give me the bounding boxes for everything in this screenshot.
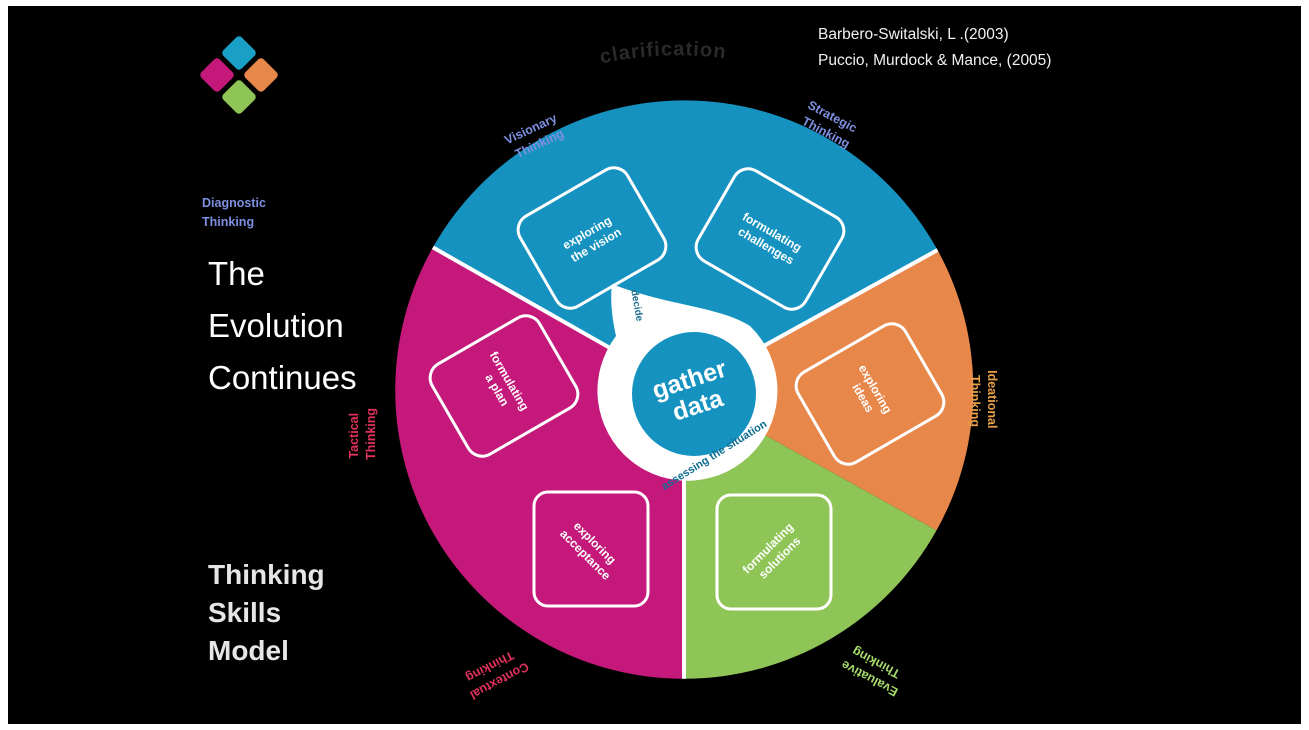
logo-diamond-right: [244, 58, 278, 92]
logo-diamond-bottom: [222, 80, 256, 114]
center-label-decide: decide: [628, 289, 644, 323]
center-core: [632, 332, 756, 456]
sector-development: [684, 390, 937, 679]
logo-diamond-top: [222, 36, 256, 70]
outer-label-contextual: Contextual Thinking: [457, 644, 532, 703]
thinking-skills-wheel: exploring the vision formulating challen…: [200, 36, 999, 703]
sector-ideation: [684, 250, 974, 531]
logo-diamond-left: [200, 58, 234, 92]
outer-label-diagnostic: Diagnostic Thinking: [202, 196, 266, 229]
box-exploring-vision: [516, 166, 668, 310]
logo-icon: [200, 36, 278, 114]
reference-1: Barbero-Switalski, L .(2003): [818, 26, 1009, 43]
slide-subtitle: Thinking Skills Model: [208, 559, 325, 666]
box-formulating-plan: [428, 314, 580, 458]
stage-label-clarification: clarification: [598, 38, 728, 68]
slide-title: The Evolution Continues: [208, 255, 357, 396]
outer-label-evaluative: Evaluative Thinking: [836, 641, 908, 699]
reference-2: Puccio, Murdock & Mance, (2005): [818, 52, 1052, 69]
box-formulating-solutions: [715, 493, 833, 611]
step-box-outlines: [428, 166, 946, 611]
slide: exploring the vision formulating challen…: [8, 6, 1301, 724]
box-formulating-challenges: [694, 167, 846, 311]
box-exploring-ideas: [794, 322, 946, 466]
outer-label-tactical: Tactical Thinking: [347, 408, 378, 460]
box-exploring-acceptance: [532, 490, 650, 608]
references: Barbero-Switalski, L .(2003) Puccio, Mur…: [818, 22, 1051, 74]
outer-label-ideational: Ideational Thinking: [968, 370, 999, 432]
center-hub: gather data decide assessing the situati…: [597, 284, 778, 493]
